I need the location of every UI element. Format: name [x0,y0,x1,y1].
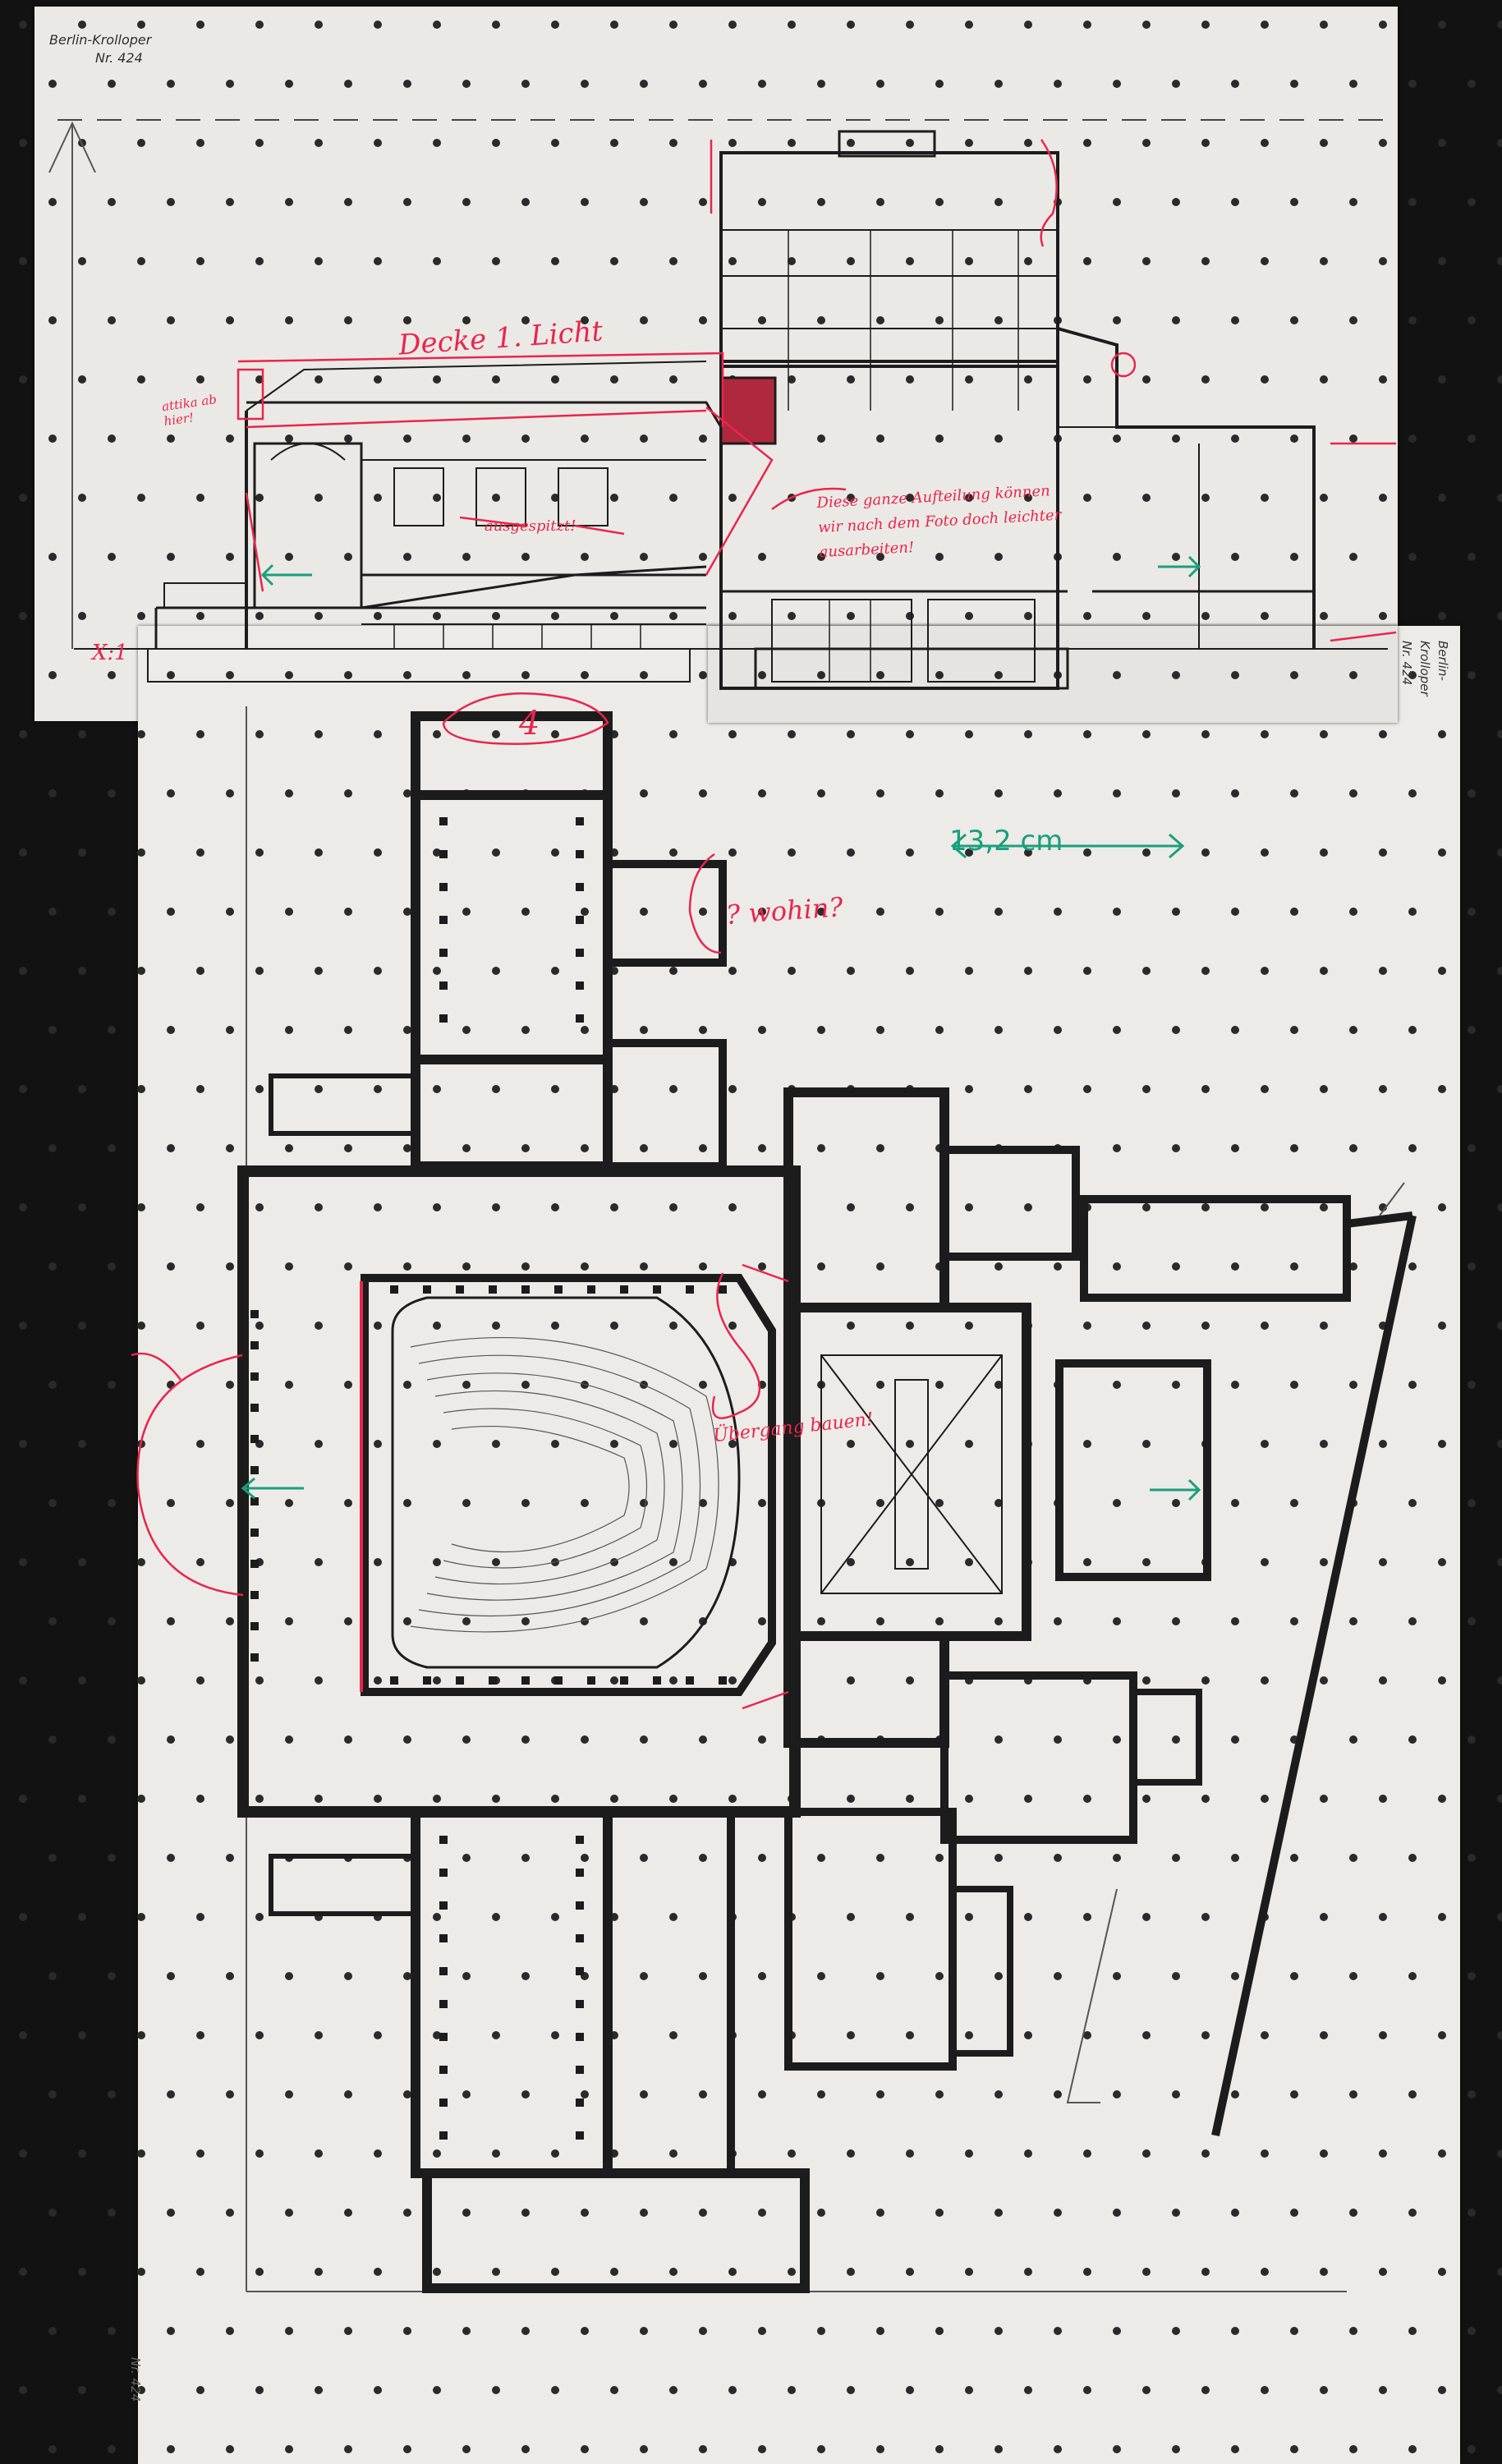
fly-tower [719,151,1059,368]
south-hall [411,1807,613,2178]
measurement-annotation: 13,2 cm [949,825,1063,857]
building-section [48,119,1388,690]
stage [783,1303,1031,1641]
red-markup-plan [131,692,789,1710]
section-drawing-sheet [34,7,1398,721]
scale-annotation: X:1 [92,641,128,665]
stamp-title: Berlin-Krolloper [49,32,152,48]
stamp-number: Nr. 424 [95,50,143,66]
photo-annotation: Diese ganze Aufteilung können wir nach d… [816,482,1062,562]
archive-stamp: Berlin-Krolloper Nr. 424 [49,31,151,67]
floor-plan [237,706,1417,2293]
bottom-archive-label: Nr. 424 [128,2357,143,2402]
spacing-annotation: ausgespitzt! [485,517,576,535]
side-archive-label: Berlin-Krolloper Nr. 424 [1399,641,1450,696]
auditorium [361,1274,776,1696]
red-markup-section [237,139,1397,642]
foyer-ring [237,1165,801,1818]
teal-arrows-section [260,555,1201,586]
teal-arrows-plan [241,833,1201,1501]
stage-marker-annotation: 4 [519,705,540,742]
